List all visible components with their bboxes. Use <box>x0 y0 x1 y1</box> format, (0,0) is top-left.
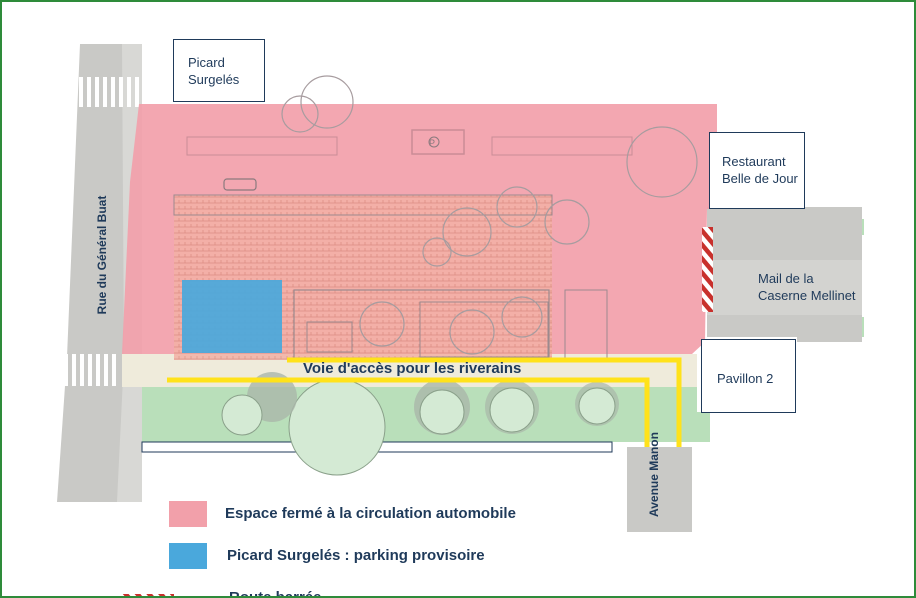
restaurant-label-line-1: Restaurant <box>722 154 786 169</box>
restaurant-label: Restaurant Belle de Jour <box>709 132 805 209</box>
access-road-line <box>167 377 650 447</box>
crosswalk-icon <box>64 354 116 386</box>
base-layer <box>57 44 864 532</box>
mail-label-line-2: Caserne Mellinet <box>758 288 856 303</box>
mail-label-line-1: Mail de la <box>758 271 814 286</box>
barrier-hatch-icon <box>702 227 713 312</box>
pavillon-label: Pavillon 2 <box>701 339 796 413</box>
pavillon-label-text: Pavillon 2 <box>717 371 774 386</box>
picard-label-line-1: Picard <box>188 55 225 70</box>
temporary-parking <box>182 280 282 353</box>
legend-swatch-pink <box>169 501 207 527</box>
access-road-line-2 <box>287 357 682 447</box>
crosswalk-icon <box>79 77 139 107</box>
avenue-manon-label: Avenue Manon <box>647 432 661 517</box>
legend-barrier-swatch <box>119 594 174 596</box>
rue-general-buat-road <box>57 44 142 502</box>
parking-icon <box>428 136 440 148</box>
legend-label-barrier: Route barrée <box>229 589 322 598</box>
access-road-label: Voie d'accès pour les riverains <box>303 360 522 377</box>
picard-label: Picard Surgelés <box>173 39 265 102</box>
picard-label-line-2: Surgelés <box>188 72 240 87</box>
legend-label-closed-zone: Espace fermé à la circulation automobile <box>225 505 516 522</box>
legend-swatch-blue <box>169 543 207 569</box>
mail-label: Mail de la Caserne Mellinet <box>758 270 856 304</box>
rue-buat-label: Rue du Général Buat <box>95 195 109 315</box>
avenue-manon-road <box>627 447 692 532</box>
legend-label-parking: Picard Surgelés : parking provisoire <box>227 547 485 564</box>
mail-road-center <box>707 260 862 315</box>
parking-sign: P <box>429 138 435 148</box>
tree-icon <box>221 372 619 476</box>
tree-icon <box>281 75 698 355</box>
car-icon <box>223 178 257 191</box>
restaurant-label-line-2: Belle de Jour <box>722 171 798 186</box>
